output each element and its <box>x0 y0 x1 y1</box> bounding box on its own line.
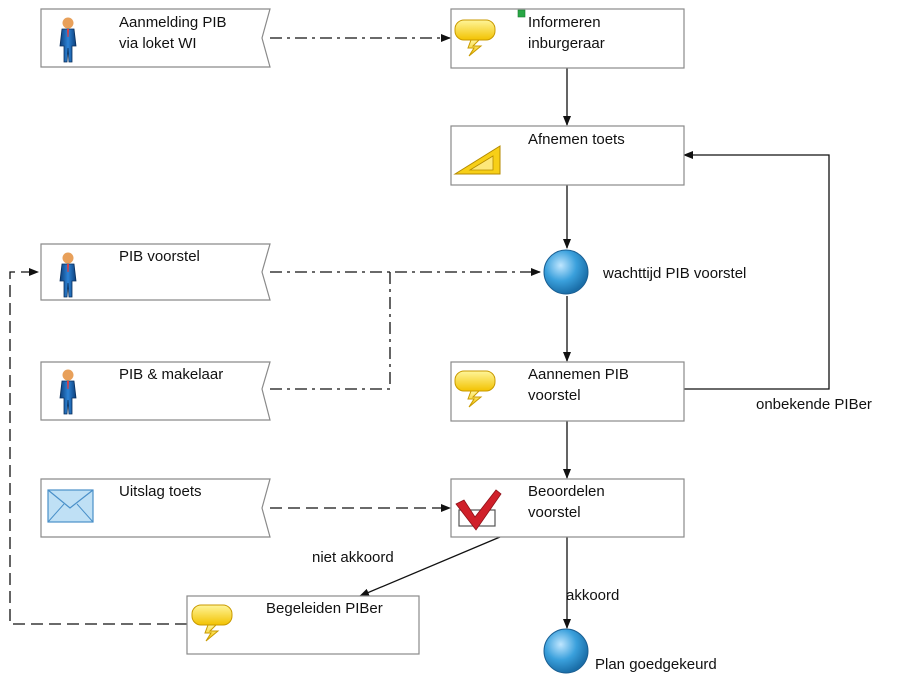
node-begeleiden[interactable]: Begeleiden PIBer <box>186 595 420 655</box>
edge-label-niet-akkoord: niet akkoord <box>312 549 394 566</box>
node-aanmelding[interactable]: Aanmelding PIB via loket WI <box>40 8 271 68</box>
node-aannemen[interactable]: Aannemen PIB voorstel <box>450 361 685 422</box>
node-informeren-label: Informeren <box>528 14 601 31</box>
envelope-icon <box>47 489 94 523</box>
edge-begeleiden-pibvoorstel <box>9 268 187 625</box>
edges <box>9 34 830 629</box>
node-aanmelding-label: Aanmelding PIB <box>119 14 227 31</box>
node-pib-voorstel[interactable]: PIB voorstel <box>40 243 271 301</box>
node-afnemen[interactable]: Afnemen toets <box>450 125 685 186</box>
node-pib-voorstel-label: PIB voorstel <box>119 248 200 265</box>
node-begeleiden-label: Begeleiden PIBer <box>266 600 383 617</box>
edge-beoordelen-begeleiden <box>359 536 501 597</box>
node-plan-label: Plan goedgekeurd <box>595 656 717 673</box>
checkmark-icon <box>455 489 502 531</box>
node-aannemen-label: Aannemen PIB <box>528 366 629 383</box>
triangle-ruler-icon <box>453 145 501 175</box>
node-plan[interactable]: Plan goedgekeurd <box>543 628 717 674</box>
node-aanmelding-label-2: via loket WI <box>119 35 197 52</box>
node-informeren-label-2: inburgeraar <box>528 35 605 52</box>
edge-makelaar-wachttijd <box>270 272 391 390</box>
event-circle-icon <box>543 249 589 295</box>
start-marker-icon <box>517 9 526 18</box>
event-circle-icon <box>543 628 589 674</box>
node-beoordelen[interactable]: Beoordelen voorstel <box>450 478 685 538</box>
node-aannemen-label-2: voorstel <box>528 387 581 404</box>
edge-label-akkoord: akkoord <box>566 587 619 604</box>
node-wachttijd-label: wachttijd PIB voorstel <box>602 265 746 282</box>
node-uitslag-label: Uitslag toets <box>119 483 202 500</box>
node-beoordelen-label-2: voorstel <box>528 504 581 521</box>
node-uitslag[interactable]: Uitslag toets <box>40 478 271 538</box>
document-shape <box>40 478 271 538</box>
edge-label-onbekende: onbekende PIBer <box>756 396 872 413</box>
node-wachttijd[interactable]: wachttijd PIB voorstel <box>543 249 746 295</box>
node-informeren[interactable]: Informeren inburgeraar <box>450 8 685 69</box>
node-afnemen-label: Afnemen toets <box>528 131 625 148</box>
document-shape <box>40 243 271 301</box>
document-shape <box>40 8 271 68</box>
node-pib-makelaar[interactable]: PIB & makelaar <box>40 361 271 421</box>
node-pib-makelaar-label: PIB & makelaar <box>119 366 223 383</box>
document-shape <box>40 361 271 421</box>
node-beoordelen-label: Beoordelen <box>528 483 605 500</box>
edge-aannemen-afnemen <box>683 151 830 390</box>
